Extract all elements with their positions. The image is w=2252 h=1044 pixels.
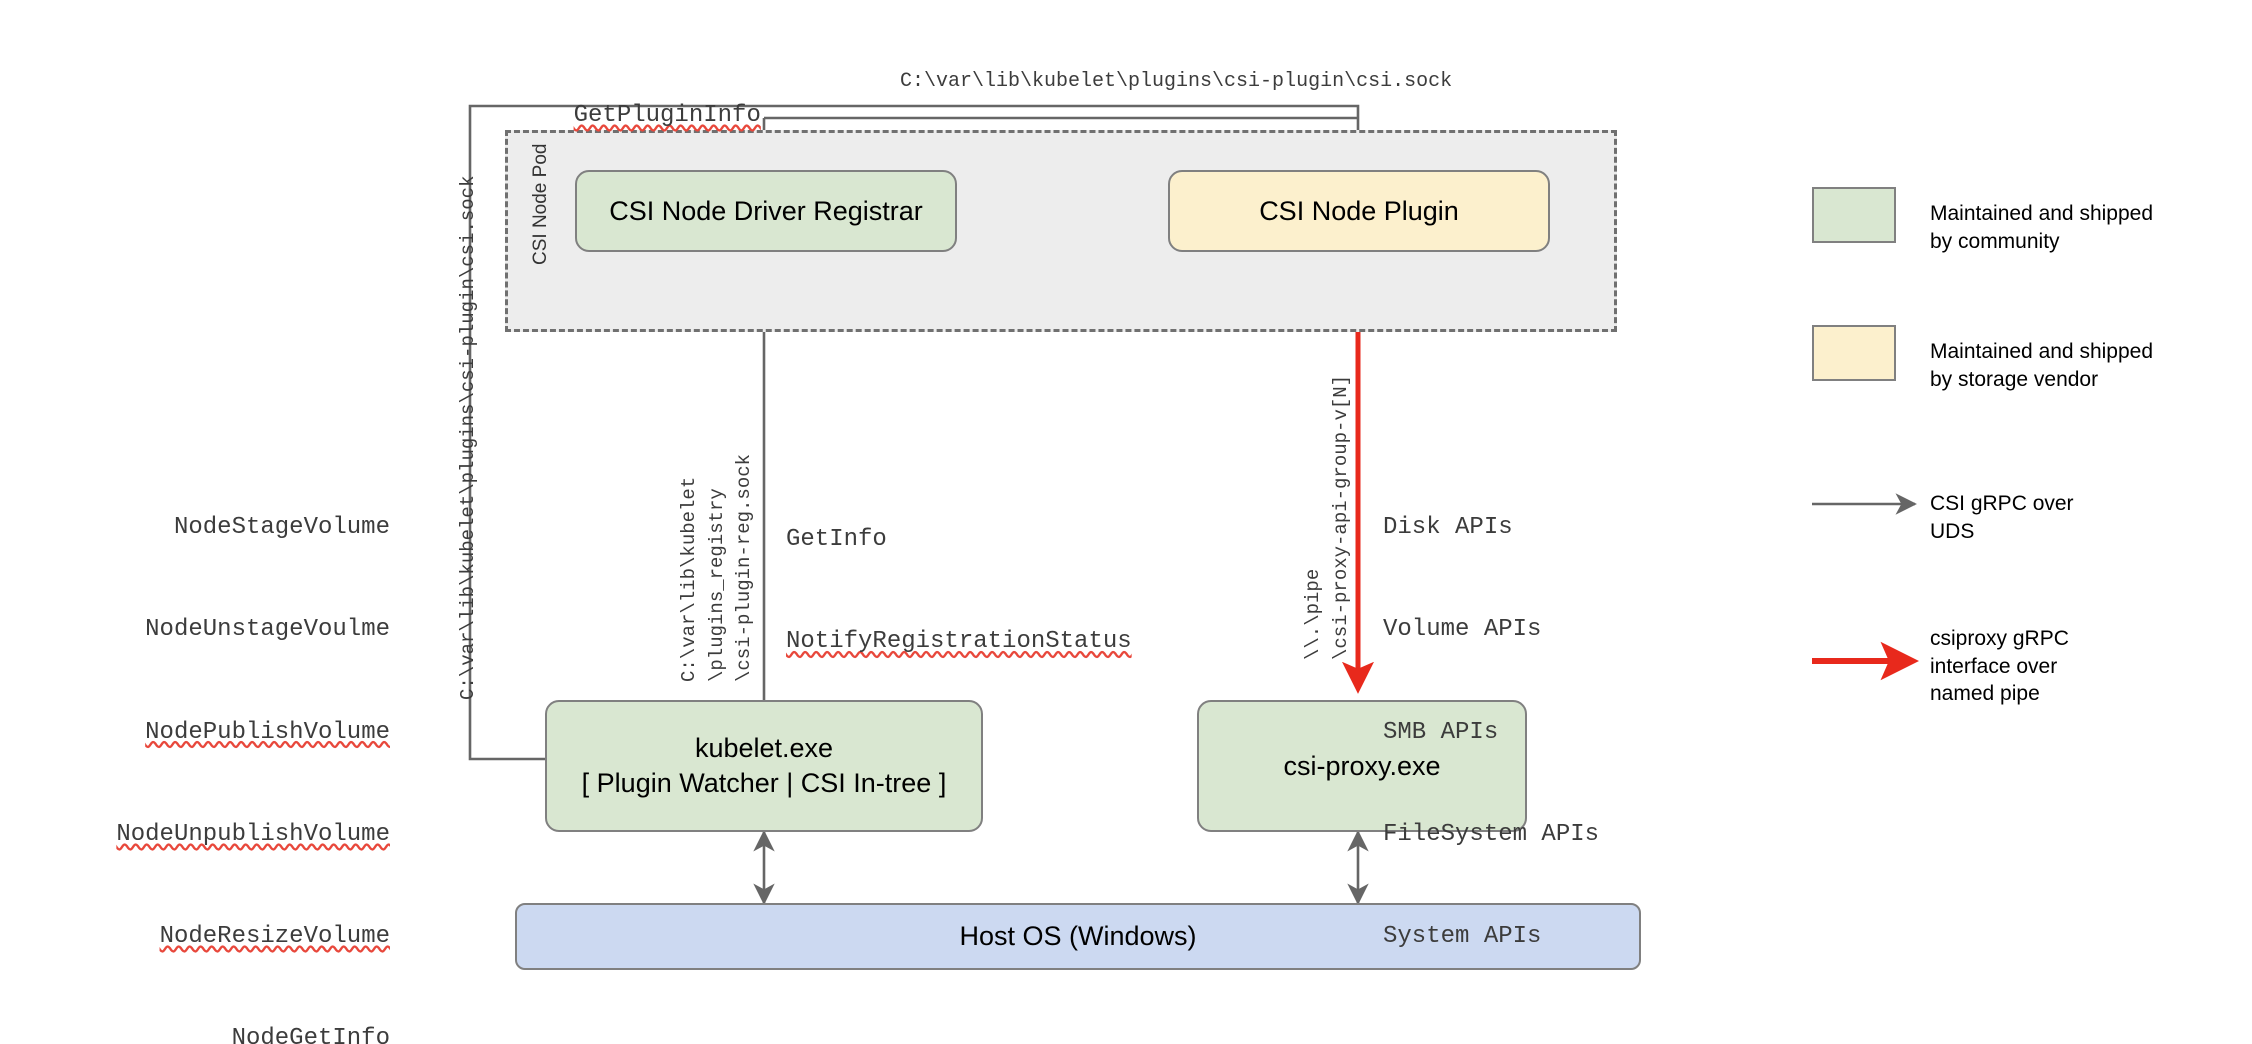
node-kubelet-exe-line2: [ Plugin Watcher | CSI In-tree ] — [581, 768, 947, 798]
annotation-csi-sock-path-left: C:\var\lib\kubelet\plugins\csi-plugin\cs… — [457, 175, 479, 701]
node-host-os[interactable]: Host OS (Windows) — [515, 903, 1641, 970]
node-csi-proxy-exe[interactable]: csi-proxy.exe — [1197, 700, 1527, 832]
node-csi-node-plugin[interactable]: CSI Node Plugin — [1168, 170, 1550, 252]
node-csi-proxy-exe-label: csi-proxy.exe — [1283, 750, 1441, 781]
legend-swatch-storage-vendor — [1812, 325, 1896, 381]
node-host-os-label: Host OS (Windows) — [959, 921, 1197, 952]
node-kubelet-exe[interactable]: kubelet.exe [ Plugin Watcher | CSI In-tr… — [545, 700, 983, 832]
legend-label-csiproxy-named-pipe: csiproxy gRPC interface over named pipe — [1930, 627, 2069, 706]
annotation-proxy-api-0: Disk APIs — [1383, 514, 1513, 542]
annotation-node-rpc-list: NodeStageVolume NodeUnstageVoulme NodePu… — [100, 443, 390, 1044]
node-csi-node-driver-registrar[interactable]: CSI Node Driver Registrar — [575, 170, 957, 252]
annotation-named-pipe-path: \\.\pipe \csi-proxy-api-group-v[N] — [1302, 374, 1352, 660]
annotation-csi-sock-path-top: C:\var\lib\kubelet\plugins\csi-plugin\cs… — [900, 70, 1453, 93]
legend-label-storage-vendor: Maintained and shipped by storage vendor — [1930, 340, 2154, 391]
annotation-proxy-api-list: Disk APIs Volume APIs SMB APIs FileSyste… — [1383, 443, 1599, 1022]
annotation-node-rpc-4: NodeResizeVolume — [159, 923, 390, 951]
legend-swatch-community — [1812, 187, 1896, 243]
annotation-proxy-api-2: SMB APIs — [1383, 718, 1499, 746]
legend-label-community: Maintained and shipped by community — [1930, 202, 2154, 253]
annotation-proxy-api-1: Volume APIs — [1383, 616, 1542, 644]
legend-label-csi-grpc-uds: CSI gRPC over UDS — [1930, 492, 2074, 543]
annotation-node-rpc-1: NodeUnstageVoulme — [145, 616, 390, 644]
annotation-registration-call-1: NotifyRegistrationStatus — [786, 628, 1132, 656]
annotation-node-rpc-3: NodeUnpublishVolume — [116, 820, 390, 848]
annotation-proxy-api-3: FileSystem APIs — [1383, 820, 1600, 848]
annotation-proxy-api-4: System APIs — [1383, 923, 1542, 951]
annotation-node-rpc-0: NodeStageVolume — [173, 514, 390, 542]
node-csi-node-driver-registrar-label: CSI Node Driver Registrar — [609, 195, 923, 226]
annotation-plugin-reg-sock-path: C:\var\lib\kubelet \plugins_registry \cs… — [678, 453, 756, 682]
edge-getplugininfo — [468, 104, 1369, 761]
annotation-get-plugin-info: GetPluginInfo — [516, 65, 761, 167]
annotation-node-rpc-5: NodeGetInfo — [231, 1025, 390, 1044]
node-kubelet-exe-line1: kubelet.exe — [694, 733, 834, 764]
annotation-registration-call-0: GetInfo — [786, 526, 887, 554]
annotation-get-plugin-info-text: GetPluginInfo — [573, 102, 761, 130]
node-csi-node-plugin-label: CSI Node Plugin — [1259, 195, 1459, 226]
annotation-node-rpc-2: NodePublishVolume — [145, 718, 390, 746]
annotation-registration-calls: GetInfo NotifyRegistrationStatus — [786, 455, 1132, 728]
